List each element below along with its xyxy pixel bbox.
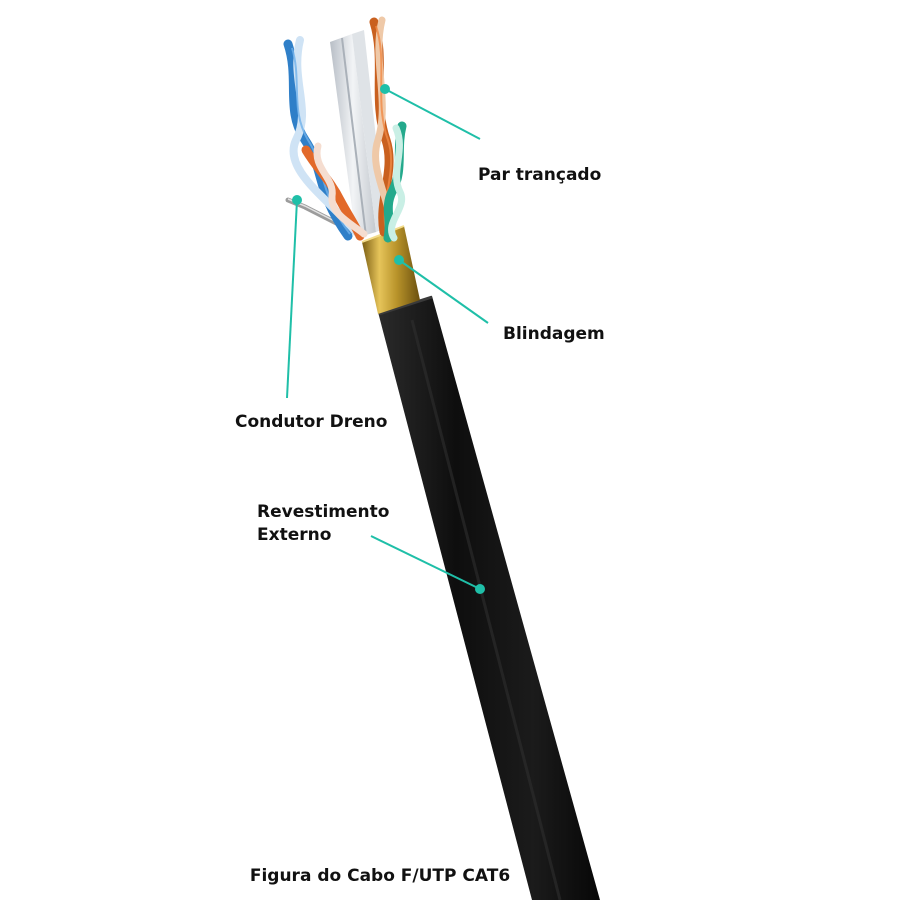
leader-dot-twisted-pair [380,84,390,94]
leader-line-shield [398,259,489,324]
leader-dot-jacket [475,584,485,594]
label-drain-wire: Condutor Dreno [235,411,387,434]
twisted-pair-orange-short [301,142,368,241]
leader-dot-drain [292,195,302,205]
leader-line-drain [286,199,298,399]
figure-caption: Figura do Cabo F/UTP CAT6 [249,866,511,886]
leader-dot-shield [394,255,404,265]
label-twisted-pair: Par trançado [478,164,601,187]
twisted-pair-green [383,121,407,243]
label-shield-text: Blindagem [503,324,605,344]
leader-dots [292,84,485,594]
leader-line-jacket [370,535,481,590]
label-twisted-pair-text: Par trançado [478,165,602,185]
outer-jacket [378,295,600,900]
label-outer-jacket: Revestimento Externo [257,501,389,547]
label-outer-jacket-line1: Revestimento [257,502,390,522]
label-outer-jacket-line2: Externo [257,525,332,545]
label-drain-wire-text: Condutor Dreno [235,412,388,432]
label-shield: Blindagem [503,323,605,346]
leader-lines [286,88,489,590]
leader-line-twisted-pair [384,88,481,140]
